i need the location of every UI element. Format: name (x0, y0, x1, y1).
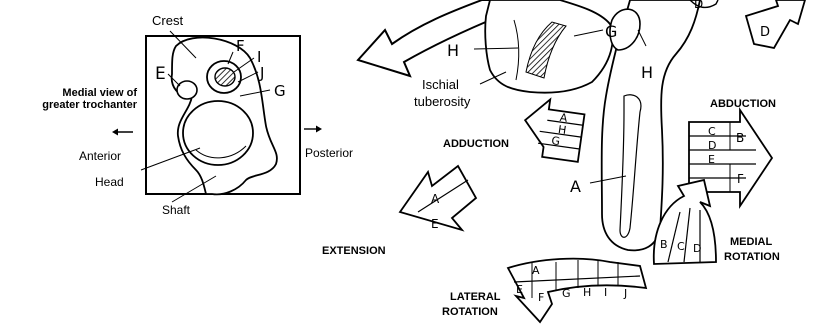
medial-rotation-label-1: MEDIAL (730, 236, 772, 248)
lateral-rotation-letter-H: H (583, 286, 591, 299)
adduction-letter-3: G (551, 134, 561, 148)
medial-rotation-label-2: ROTATION (724, 251, 780, 263)
extension-letter-E: E (431, 217, 439, 231)
pelvis-letter-G: G (605, 22, 617, 41)
lateral-rotation-letter-E: E (516, 283, 523, 296)
extension-arrow: A E (400, 166, 476, 231)
attachment-I (215, 68, 235, 86)
posterior-arrow (304, 126, 322, 133)
abduction-letter-D: D (708, 139, 716, 152)
attachment-E (177, 81, 197, 99)
pelvis-letter-D-corner: D (694, 0, 703, 11)
crest-label: Crest (152, 13, 183, 28)
d-arrow-letter: D (760, 25, 770, 40)
abduction-letter-C: C (708, 125, 716, 138)
head-label: Head (95, 175, 124, 189)
large-curved-arrow (358, 0, 500, 76)
d-arrow-icon: D (746, 0, 805, 48)
lateral-rotation-letter-F: F (538, 291, 544, 304)
abduction-letter-E: E (708, 153, 715, 166)
medial-view-label-2: greater trochanter (42, 99, 137, 111)
inset-panel: E F I J G (141, 31, 300, 202)
medial-rotation-letter-D: D (693, 242, 701, 255)
abduction-label: ABDUCTION (710, 98, 776, 110)
lateral-rotation-arrow: A E F G H I J (508, 259, 646, 322)
anterior-arrow (112, 129, 133, 136)
extension-label: EXTENSION (322, 245, 386, 257)
ischial-tuberosity-label-1: Ischial (422, 77, 459, 92)
abduction-letter-F: F (737, 172, 744, 186)
lateral-rotation-label-1: LATERAL (450, 291, 501, 303)
abduction-letter-B: B (736, 131, 744, 145)
lateral-rotation-letter-I: I (604, 286, 607, 299)
medial-rotation-letter-B: B (660, 238, 668, 251)
femoral-head (183, 101, 253, 165)
inset-letter-F: F (236, 37, 245, 55)
lateral-rotation-letter-A: A (532, 264, 540, 277)
inset-letter-J: J (259, 64, 264, 82)
adduction-label: ADDUCTION (443, 138, 509, 150)
lateral-rotation-letter-G: G (562, 287, 571, 300)
posterior-label: Posterior (305, 146, 353, 160)
inset-letter-E: E (155, 64, 166, 84)
medial-view-label-1: Medial view of (62, 87, 137, 99)
femur-letter-A: A (570, 177, 581, 196)
medial-rotation-letter-C: C (677, 240, 685, 253)
ischial-tuberosity-label-2: tuberosity (414, 94, 471, 109)
lateral-rotation-label-2: ROTATION (442, 306, 498, 318)
inset-letter-G: G (274, 82, 286, 100)
anterior-label: Anterior (79, 149, 121, 163)
lateral-rotation-letter-J: J (623, 287, 627, 300)
pelvis-letter-H-right: H (641, 63, 653, 82)
pelvis-letter-H-left: H (447, 41, 459, 60)
adduction-arrow: A H G (520, 96, 586, 162)
shaft-label: Shaft (162, 203, 191, 217)
extension-letter-A: A (431, 192, 440, 206)
